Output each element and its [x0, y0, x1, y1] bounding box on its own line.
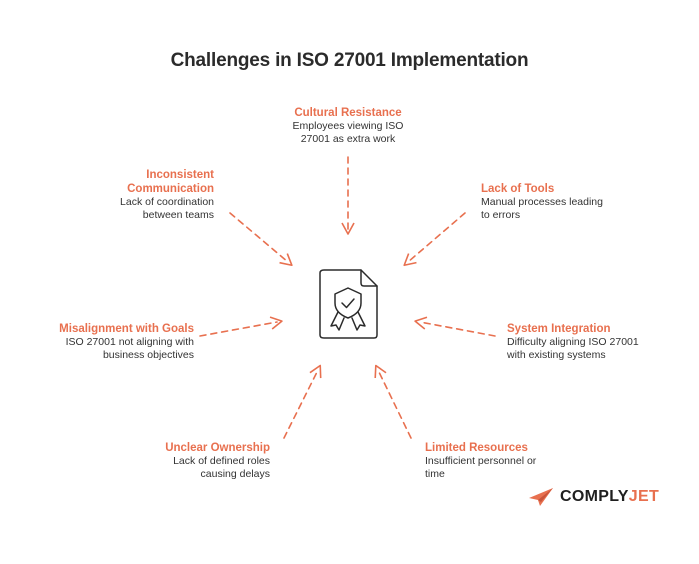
- arrow-inconsistent-communication: [229, 212, 293, 267]
- certificate-shield-icon: [319, 269, 378, 339]
- diagram-title: Challenges in ISO 27001 Implementation: [170, 50, 529, 71]
- challenge-title: Lack of Tools: [481, 183, 555, 195]
- challenge-lack-of-tools: Lack of Tools Manual processes leading t…: [481, 182, 641, 222]
- arrow-system-integration: [414, 316, 496, 337]
- challenge-desc-line: with existing systems: [507, 349, 606, 361]
- brand-name-part2: JET: [628, 488, 660, 505]
- challenge-desc-line: Insufficient personnel or: [425, 455, 537, 467]
- challenge-title: System Integration: [507, 323, 611, 335]
- challenge-cultural-resistance: Cultural Resistance Employees viewing IS…: [268, 106, 428, 146]
- challenge-title: Inconsistent: [146, 169, 214, 181]
- challenge-title: Communication: [127, 183, 214, 195]
- complyjet-logo: COMPLYJET: [528, 487, 659, 507]
- brand-name: COMPLYJET: [560, 488, 659, 506]
- challenge-desc-line: Difficulty aligning ISO 27001: [507, 336, 639, 348]
- challenge-system-integration: System Integration Difficulty aligning I…: [507, 322, 677, 362]
- brand-name-part1: COMPLY: [560, 488, 629, 505]
- challenge-unclear-ownership: Unclear Ownership Lack of defined roles …: [120, 441, 270, 481]
- challenge-misalignment-with-goals: Misalignment with Goals ISO 27001 not al…: [34, 322, 194, 362]
- arrow-limited-resources: [374, 364, 412, 439]
- arrow-lack-of-tools: [403, 212, 466, 267]
- paper-plane-icon: [529, 488, 553, 506]
- arrow-misalignment-goals: [199, 316, 283, 337]
- challenge-desc-line: to errors: [481, 209, 521, 221]
- challenge-desc-line: causing delays: [200, 468, 270, 480]
- challenge-limited-resources: Limited Resources Insufficient personnel…: [425, 441, 575, 481]
- challenge-title: Unclear Ownership: [165, 442, 270, 454]
- challenge-desc-line: Lack of defined roles: [173, 455, 270, 467]
- challenge-desc-line: business objectives: [102, 349, 194, 361]
- challenge-title: Cultural Resistance: [294, 107, 402, 119]
- challenge-title: Limited Resources: [425, 442, 528, 454]
- challenge-desc-line: Manual processes leading: [481, 196, 603, 208]
- challenge-desc-line: between teams: [142, 209, 214, 221]
- challenge-inconsistent-communication: Inconsistent Communication Lack of coord…: [94, 168, 214, 222]
- challenge-desc-line: Lack of coordination: [120, 196, 214, 208]
- challenge-desc-line: Employees viewing ISO: [292, 120, 404, 132]
- challenge-title: Misalignment with Goals: [59, 323, 194, 335]
- arrow-unclear-ownership: [283, 364, 322, 439]
- challenge-desc-line: time: [425, 468, 445, 480]
- challenge-desc-line: 27001 as extra work: [300, 133, 396, 145]
- challenge-desc-line: ISO 27001 not aligning with: [65, 336, 194, 348]
